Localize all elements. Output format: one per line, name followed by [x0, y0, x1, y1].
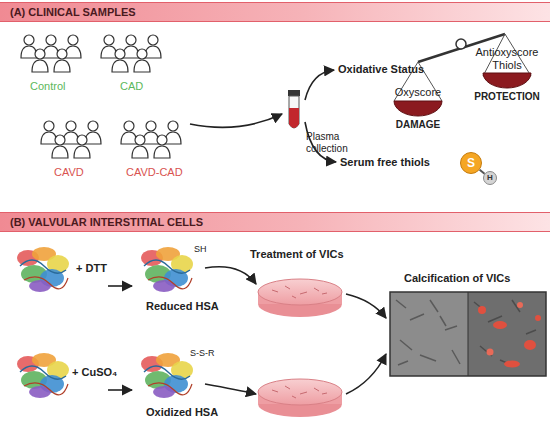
scale-pan: Antioxyscore ThiolsPROTECTION: [466, 46, 548, 103]
thiol-atom: S: [460, 152, 482, 174]
text-label: S-S-R: [190, 348, 215, 358]
pan-heading: Oxyscore: [395, 86, 441, 99]
flow-arrow: [346, 294, 386, 318]
text-label: Oxidative Status: [338, 63, 424, 76]
flow-arrow: [205, 267, 256, 284]
hsa-protein: [17, 247, 69, 292]
cad-group: [101, 35, 161, 72]
text-label: CAVD-CAD: [126, 166, 183, 179]
text-label: CAD: [120, 80, 143, 93]
atom-symbol: H: [487, 174, 493, 182]
hsa-protein: [141, 247, 193, 292]
cavd-group: [41, 121, 101, 158]
flow-arrow: [205, 384, 256, 394]
pan-caption: DAMAGE: [396, 119, 440, 131]
text-label: Oxidized HSA: [146, 406, 218, 419]
text-label: Control: [30, 80, 65, 93]
section-title: (A) CLINICAL SAMPLES: [10, 6, 136, 18]
pan-shape: [482, 72, 532, 89]
text-label: + DTT: [76, 262, 107, 275]
culture-dish: [258, 379, 342, 417]
section-title: (B) VALVULAR INTERSTITIAL CELLS: [10, 216, 203, 228]
section-band: (A) CLINICAL SAMPLES: [0, 2, 550, 22]
text-label: CAVD: [54, 166, 84, 179]
text-label: Plasma collection: [306, 131, 366, 154]
text-label: Treatment of VICs: [250, 248, 344, 261]
pan-bowl: [394, 101, 442, 116]
flow-arrow: [190, 114, 282, 127]
pan-caption: PROTECTION: [474, 91, 540, 103]
pan-shape: [393, 100, 443, 117]
flow-arrow: [305, 70, 334, 100]
text-label: Calcification of VICs: [404, 272, 510, 285]
text-label: SH: [194, 244, 207, 254]
pan-bowl: [483, 73, 531, 88]
text-label: Reduced HSA: [146, 300, 219, 313]
text-label: Serum free thiols: [340, 156, 430, 169]
hsa-protein: [141, 353, 193, 398]
pan-heading: Antioxyscore Thiols: [466, 46, 548, 71]
text-label: + CuSO₄: [72, 366, 117, 379]
blood-tube: [288, 90, 300, 128]
culture-dish: [258, 279, 342, 317]
flow-arrow: [108, 285, 132, 287]
cavd-cad-group: [121, 121, 181, 158]
flow-arrow: [108, 389, 132, 391]
atom-symbol: S: [467, 157, 475, 169]
control-group: [21, 35, 81, 72]
thiol-atom: H: [483, 171, 497, 185]
scale-pan: OxyscoreDAMAGE: [378, 86, 458, 130]
hsa-protein: [17, 353, 69, 398]
micrograph: [390, 292, 546, 376]
bond-line: [480, 170, 485, 174]
section-band: (B) VALVULAR INTERSTITIAL CELLS: [0, 212, 550, 232]
flow-arrow: [346, 354, 386, 394]
